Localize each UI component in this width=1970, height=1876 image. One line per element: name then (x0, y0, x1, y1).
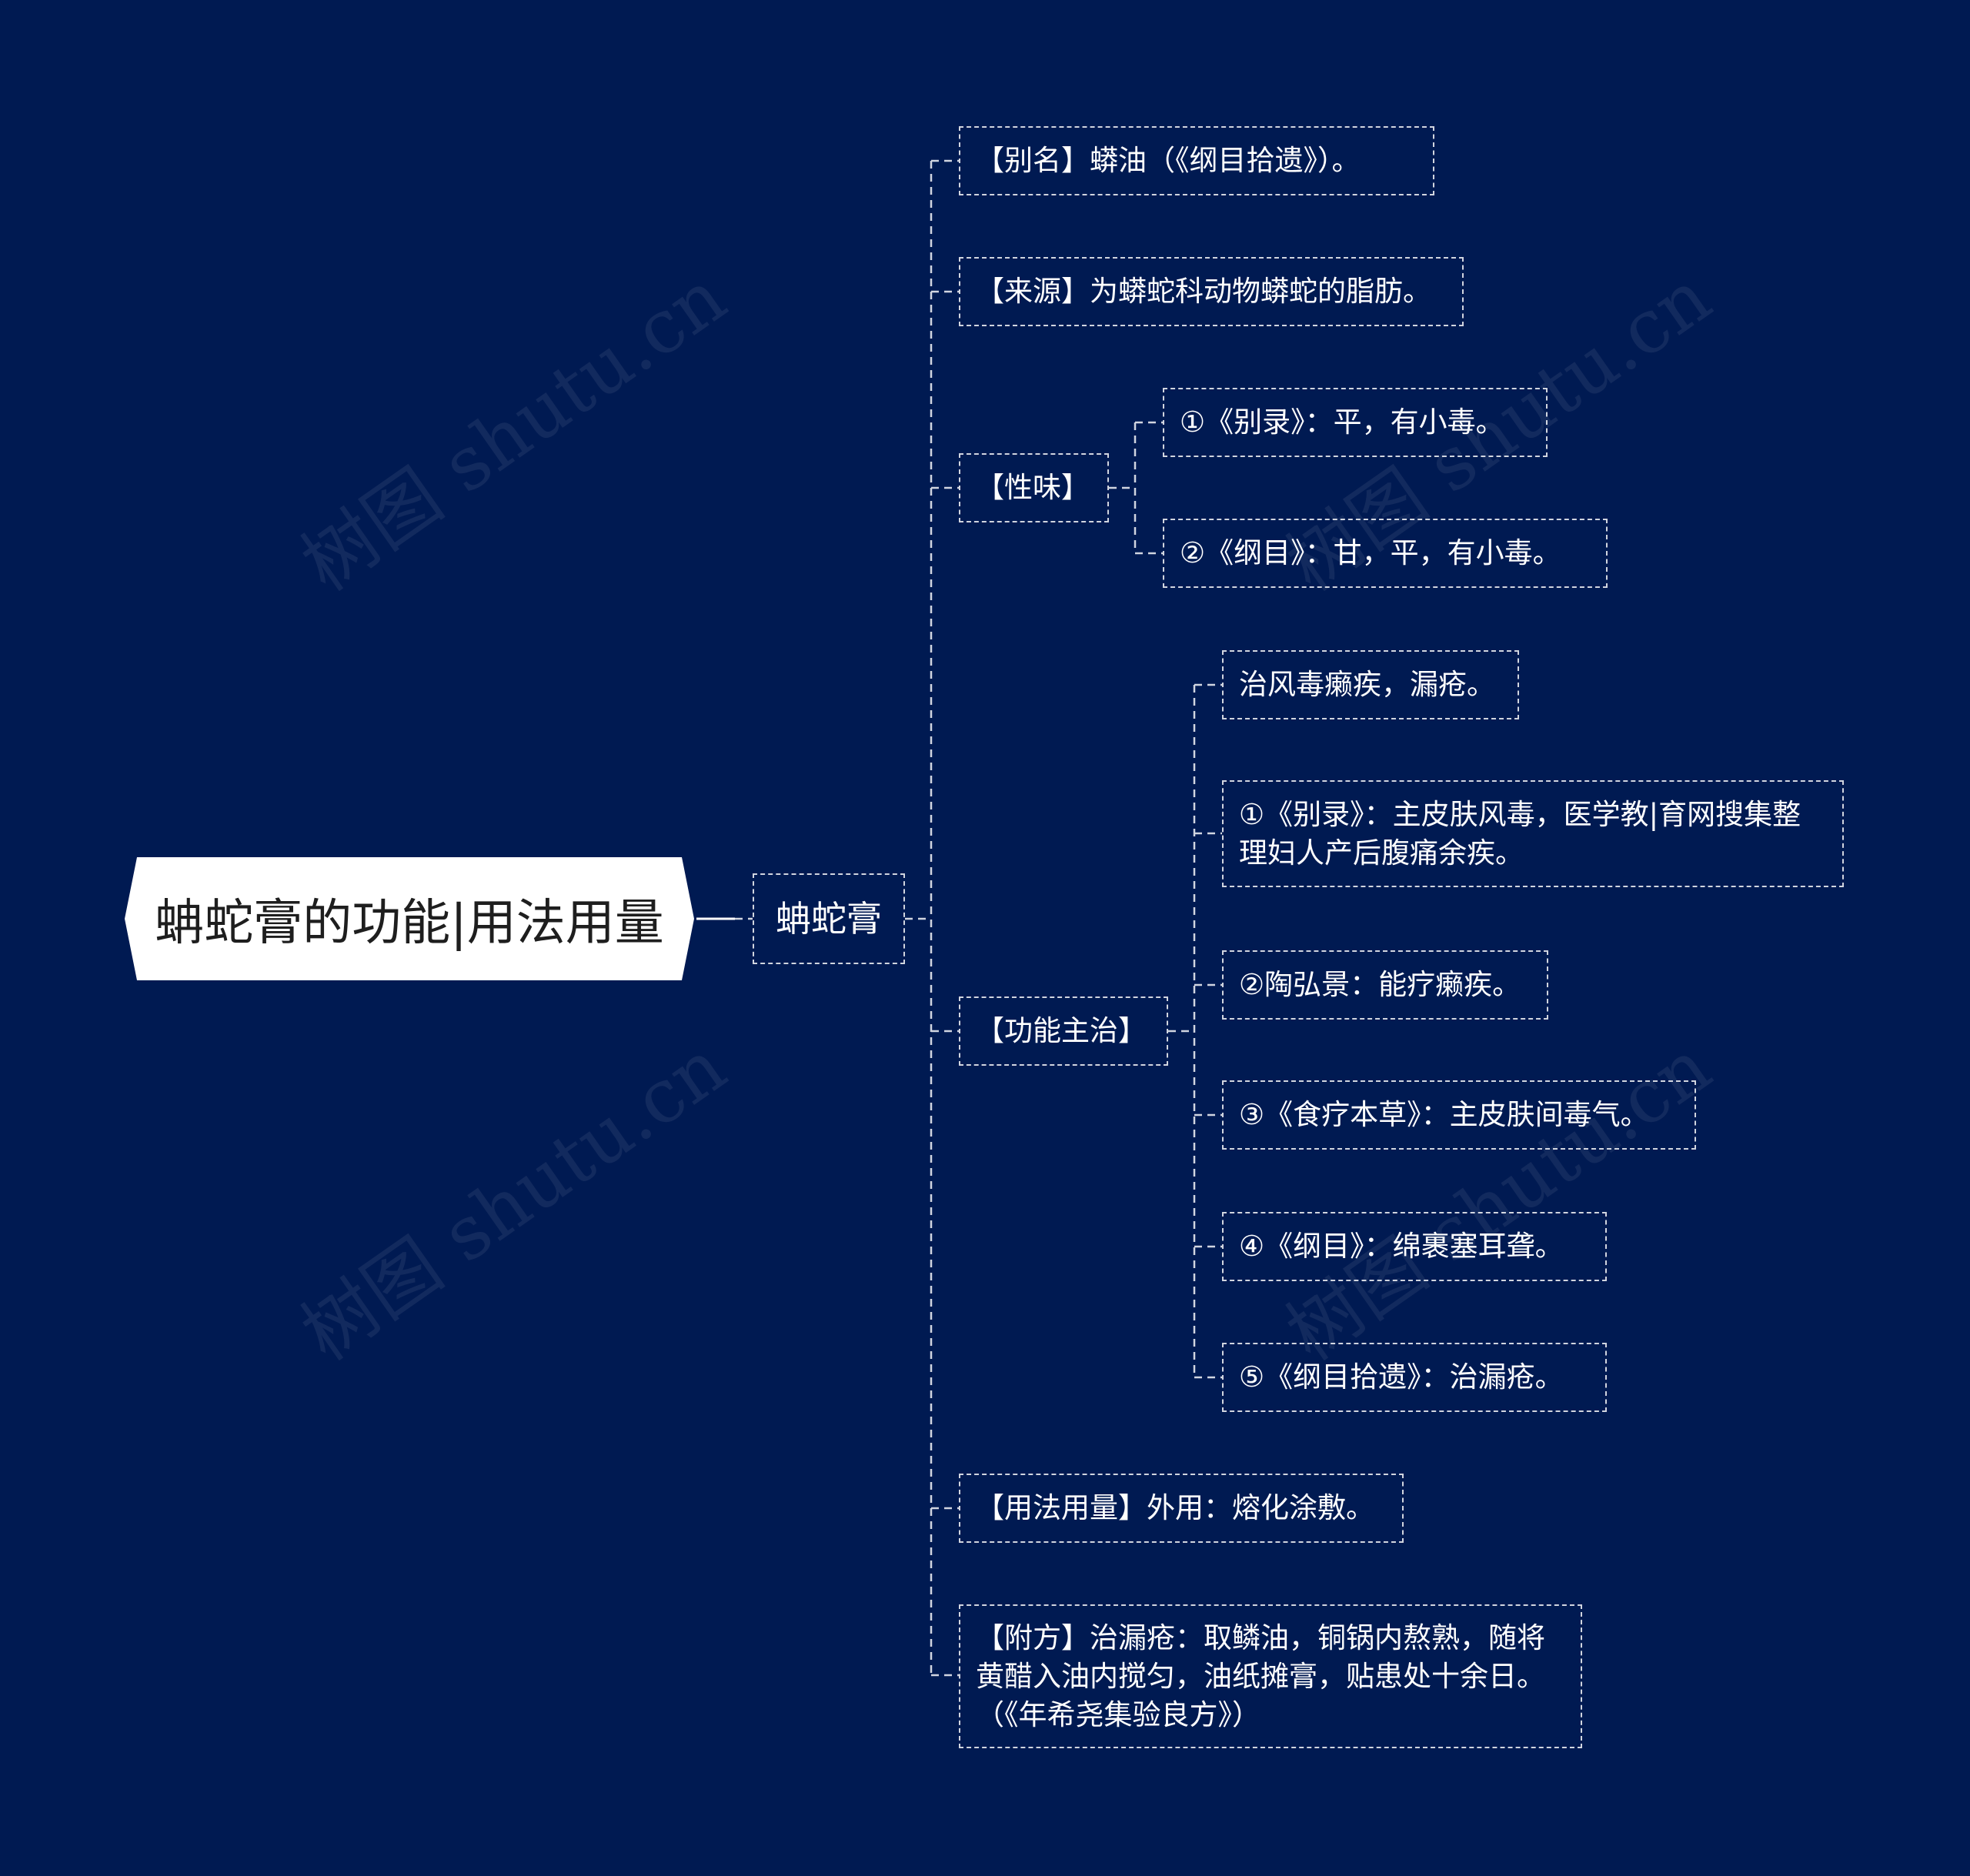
node-taste-item-text: ②《纲目》：甘，平，有小毒。 (1180, 536, 1561, 569)
taste-connector (1109, 421, 1163, 555)
node-function-item-text: ④《纲目》：绵裹塞耳聋。 (1239, 1230, 1564, 1263)
node-function-item-1[interactable]: 治风毒癞疾，漏疮。 (1222, 650, 1519, 719)
node-function-item-2[interactable]: ①《别录》：主皮肤风毒，医学教|育网搜集整理妇人产后腹痛余疾。 (1222, 780, 1844, 887)
main-topic[interactable]: 蚺蛇膏 (753, 873, 905, 964)
node-function-item-text: ③《食疗本草》：主皮肤间毒气。 (1239, 1098, 1649, 1131)
node-source[interactable]: 【来源】为蟒蛇科动物蟒蛇的脂肪。 (959, 257, 1464, 326)
node-function-item-6[interactable]: ⑤《纲目拾遗》：治漏疮。 (1222, 1343, 1607, 1412)
node-alias[interactable]: 【别名】蟒油（《纲目拾遗》）。 (959, 126, 1434, 195)
node-function-item-text: ⑤《纲目拾遗》：治漏疮。 (1239, 1360, 1564, 1394)
node-prescription[interactable]: 【附方】治漏疮：取鳞油，铜锅内熬熟，随将黄醋入油内搅匀，油纸摊膏，贴患处十余日。… (959, 1604, 1582, 1748)
node-taste-item-2[interactable]: ②《纲目》：甘，平，有小毒。 (1163, 519, 1608, 588)
function-connector (1168, 683, 1222, 1379)
node-function-label: 【功能主治】 (976, 1014, 1147, 1047)
node-usage[interactable]: 【用法用量】外用：熔化涂敷。 (959, 1474, 1404, 1543)
node-function-item-3[interactable]: ②陶弘景：能疗癞疾。 (1222, 950, 1548, 1020)
trunk-connector (905, 159, 959, 1677)
node-function-item-text: ②陶弘景：能疗癞疾。 (1239, 968, 1521, 1001)
root-title: 蚺蛇膏的功能|用法用量 (155, 895, 664, 952)
node-alias-text: 【别名】蟒油（《纲目拾遗》）。 (976, 144, 1361, 177)
main-topic-label: 蚺蛇膏 (776, 898, 882, 940)
node-usage-text: 【用法用量】外用：熔化涂敷。 (976, 1491, 1374, 1524)
node-taste-item-1[interactable]: ①《别录》：平，有小毒。 (1163, 388, 1548, 457)
node-prescription-text: 【附方】治漏疮：取鳞油，铜锅内熬熟，随将黄醋入油内搅匀，油纸摊膏，贴患处十余日。… (976, 1621, 1545, 1731)
node-function-item-4[interactable]: ③《食疗本草》：主皮肤间毒气。 (1222, 1080, 1696, 1150)
node-taste-label: 【性味】 (976, 471, 1090, 504)
node-function-item-5[interactable]: ④《纲目》：绵裹塞耳聋。 (1222, 1212, 1607, 1281)
node-function[interactable]: 【功能主治】 (959, 996, 1168, 1066)
node-function-item-text: 治风毒癞疾，漏疮。 (1239, 668, 1495, 701)
node-taste[interactable]: 【性味】 (959, 453, 1109, 522)
node-source-text: 【来源】为蟒蛇科动物蟒蛇的脂肪。 (976, 275, 1431, 308)
node-taste-item-text: ①《别录》：平，有小毒。 (1180, 406, 1504, 439)
node-function-item-text: ①《别录》：主皮肤风毒，医学教|育网搜集整理妇人产后腹痛余疾。 (1239, 797, 1801, 870)
root-topic[interactable]: 蚺蛇膏的功能|用法用量 (125, 857, 694, 980)
